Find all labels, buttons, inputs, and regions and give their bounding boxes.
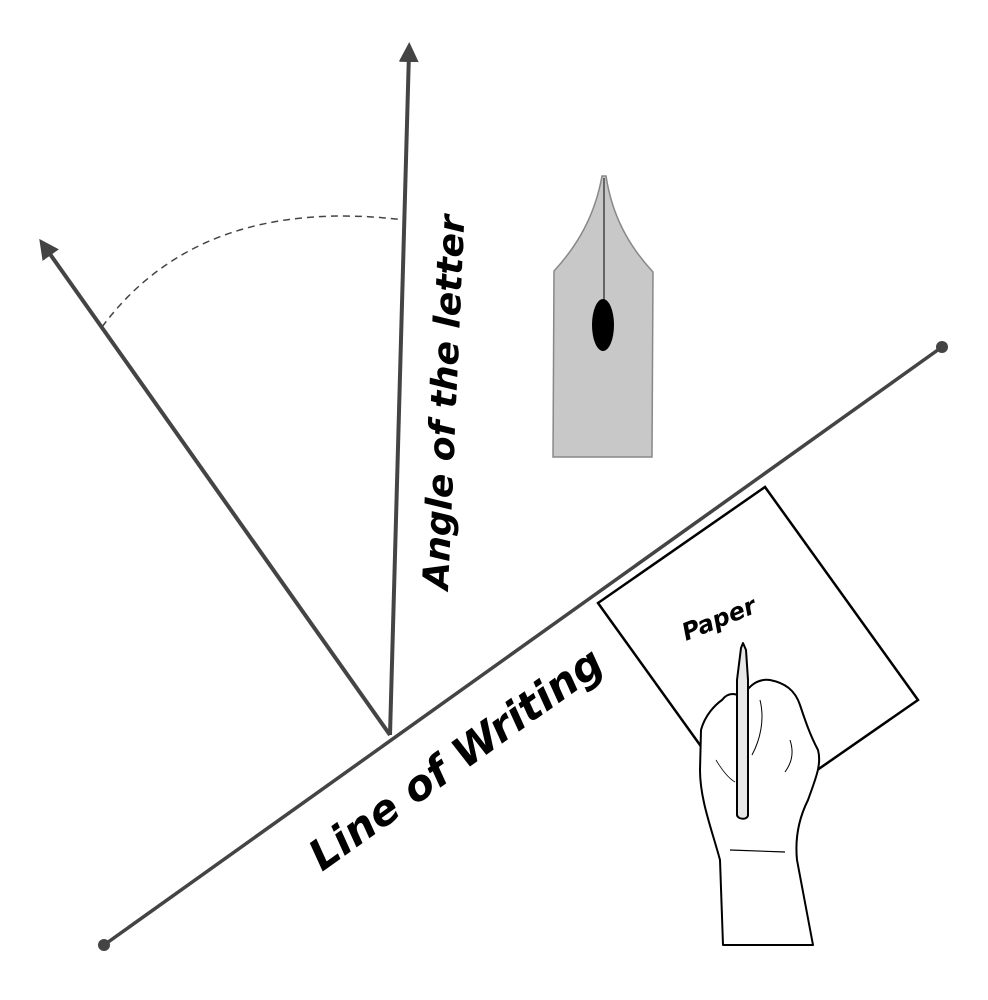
- line-of-writing: [102, 345, 944, 947]
- slant-arrow: [39, 238, 392, 737]
- pen-nib-icon: [552, 175, 654, 458]
- hand-holding-pen-icon: [699, 642, 821, 946]
- vertical-arrow: [388, 42, 419, 736]
- angle-label: Angle of the letter: [416, 212, 474, 593]
- line-endpoint-left: [98, 939, 110, 951]
- angle-arc: [101, 215, 406, 328]
- line-endpoint-right: [936, 341, 948, 353]
